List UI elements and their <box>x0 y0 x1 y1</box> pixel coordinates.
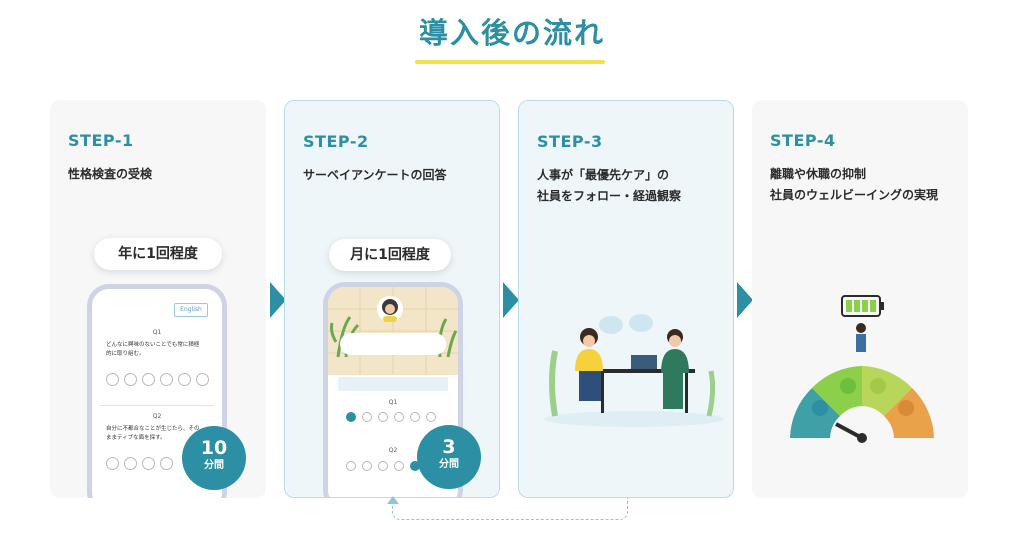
step-2-desc: サーベイアンケートの回答 <box>303 168 447 182</box>
step-4-desc: 離職や休職の抑制 社員のウェルビーイングの実現 <box>770 167 939 202</box>
option-circle[interactable] <box>196 373 209 386</box>
option-circle[interactable] <box>178 373 191 386</box>
option-circle[interactable] <box>142 457 155 470</box>
step-1-card: STEP-1 性格検査の受検 English Q1 どんなに興味のないことでも常… <box>50 100 266 498</box>
q2-options <box>106 457 173 470</box>
step-2-frequency-pill: 月に1回程度 <box>329 239 451 271</box>
q1-options <box>346 412 436 422</box>
step-3-label: STEP-3 <box>537 132 603 151</box>
option-circle[interactable] <box>362 412 372 422</box>
step-2-phone: Q1 Q2 <box>323 282 463 497</box>
divider <box>100 405 214 406</box>
q1-label: Q1 <box>388 399 398 406</box>
meeting-illustration <box>544 314 724 427</box>
option-circle[interactable] <box>106 373 119 386</box>
option-circle[interactable] <box>378 461 388 471</box>
step-2-card: STEP-2 サーベイアンケートの回答 Q1 Q2 <box>284 100 500 498</box>
option-circle[interactable] <box>160 457 173 470</box>
option-circle[interactable] <box>394 412 404 422</box>
step-1-label: STEP-1 <box>68 131 134 150</box>
option-circle[interactable] <box>346 461 356 471</box>
option-circle[interactable] <box>362 461 372 471</box>
step-1-frequency-pill: 年に1回程度 <box>94 238 222 270</box>
option-circle[interactable] <box>378 412 388 422</box>
step-2-label: STEP-2 <box>303 132 369 151</box>
step-3-desc: 人事が「最優先ケア」の 社員をフォロー・経過観察 <box>537 168 682 203</box>
option-circle[interactable] <box>142 373 155 386</box>
input-bar <box>338 377 448 391</box>
wellbeing-gauge-illustration <box>790 295 934 443</box>
arrow-1-to-2 <box>270 282 286 318</box>
title-underline <box>415 60 605 64</box>
option-circle[interactable] <box>124 373 137 386</box>
loop-back-connector <box>392 498 628 520</box>
option-circle-selected[interactable] <box>346 412 356 422</box>
survey-header-illustration <box>328 287 458 375</box>
step-3-card: STEP-3 人事が「最優先ケア」の 社員をフォロー・経過観察 <box>518 100 734 498</box>
step-4-card: STEP-4 離職や休職の抑制 社員のウェルビーイングの実現 <box>752 100 968 498</box>
loop-back-arrowhead <box>387 496 399 504</box>
q2-label: Q2 <box>152 413 162 420</box>
q1-label: Q1 <box>152 329 162 336</box>
step-2-duration-badge: 3 分間 <box>417 425 481 489</box>
q1-options <box>106 373 209 386</box>
page-title: 導入後の流れ <box>418 16 605 50</box>
option-circle[interactable] <box>106 457 119 470</box>
step-1-desc: 性格検査の受検 <box>68 167 153 181</box>
option-circle[interactable] <box>160 373 173 386</box>
duration-number: 3 <box>442 436 456 458</box>
q1-text: どんなに興味のないことでも常に積極的に取り組む。 <box>106 342 200 357</box>
option-circle[interactable] <box>124 457 137 470</box>
duration-number: 10 <box>200 437 228 459</box>
arrow-3-to-4 <box>737 282 753 318</box>
step-4-label: STEP-4 <box>770 131 836 150</box>
step-1-duration-badge: 10 分間 <box>182 426 246 490</box>
duration-unit: 分間 <box>439 459 459 470</box>
step-1-phone: English Q1 どんなに興味のないことでも常に積極的に取り組む。 Q2 自… <box>87 284 227 498</box>
q2-text: 自分に不都合なことが生じたら、そのままティブな面を探す。 <box>106 426 200 441</box>
english-button[interactable]: English <box>174 303 208 317</box>
option-circle[interactable] <box>394 461 404 471</box>
option-circle[interactable] <box>410 412 420 422</box>
q2-label: Q2 <box>388 447 398 454</box>
option-circle[interactable] <box>426 412 436 422</box>
arrow-2-to-3 <box>503 282 519 318</box>
duration-unit: 分間 <box>204 460 224 471</box>
